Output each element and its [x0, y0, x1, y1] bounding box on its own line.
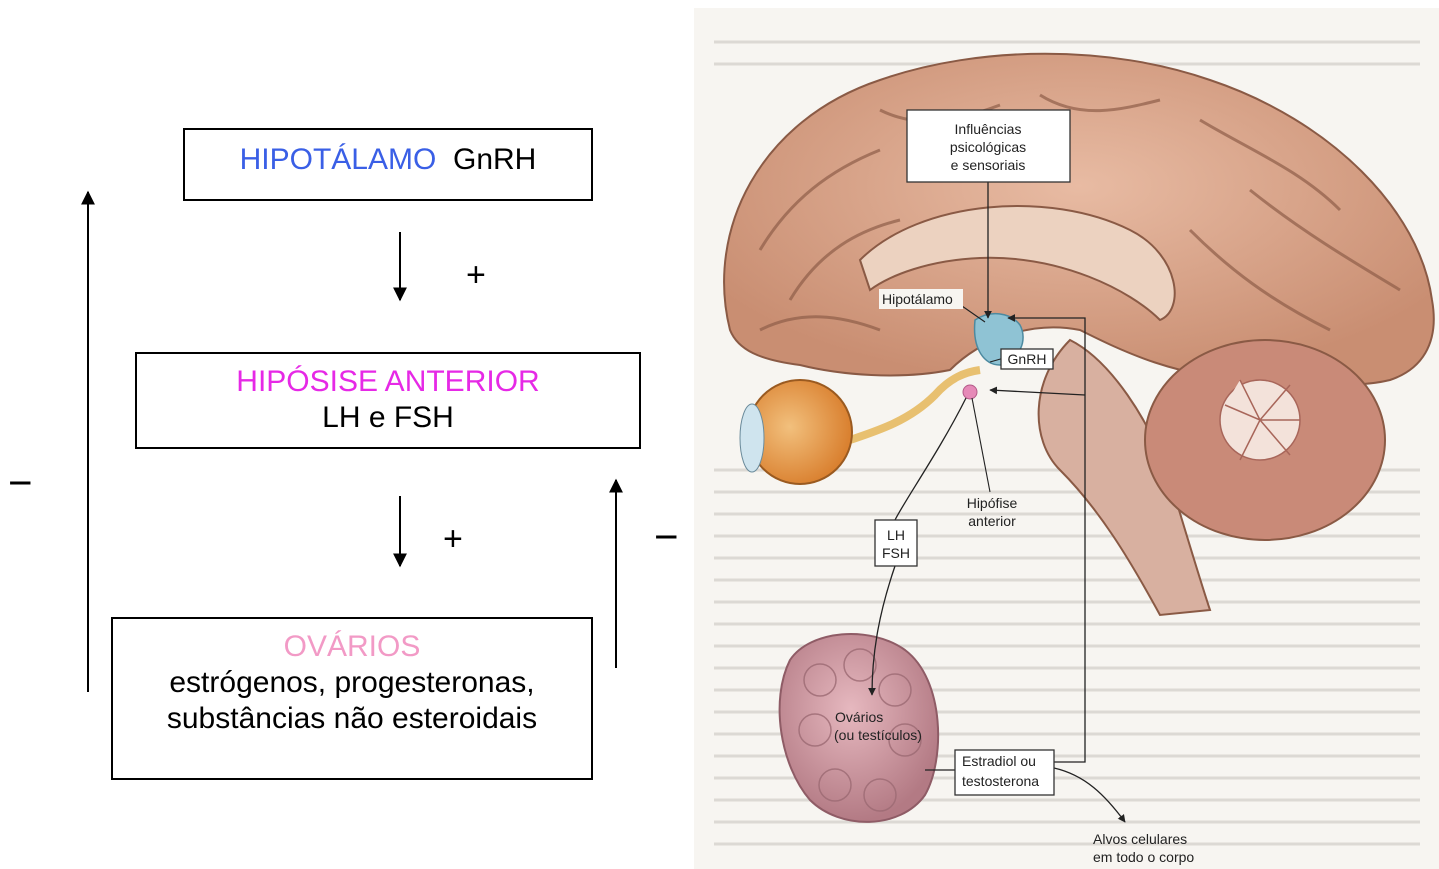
pituitary-label-1: Hipófise — [967, 495, 1018, 511]
influences-text-2: psicológicas — [950, 139, 1026, 155]
lh-label: LH — [887, 527, 905, 543]
pituitary-label-2: anterior — [968, 513, 1016, 529]
influences-text-3: e sensoriais — [951, 157, 1026, 173]
steroid-label-1: Estradiol ou — [962, 753, 1036, 769]
fsh-label: FSH — [882, 545, 910, 561]
influences-text-1: Influências — [955, 121, 1022, 137]
ovaries-label-1: Ovários — [835, 709, 883, 725]
hypothalamus-label: Hipotálamo — [882, 291, 953, 307]
targets-label-1: Alvos celulares — [1093, 831, 1187, 847]
pituitary-structure — [963, 385, 977, 399]
targets-label-2: em todo o corpo — [1093, 849, 1194, 865]
steroid-label-2: testosterona — [962, 773, 1039, 789]
gnrh-label: GnRH — [1008, 351, 1047, 367]
ovaries-label-2: (ou testículos) — [834, 727, 922, 743]
eye-cornea — [740, 404, 764, 472]
